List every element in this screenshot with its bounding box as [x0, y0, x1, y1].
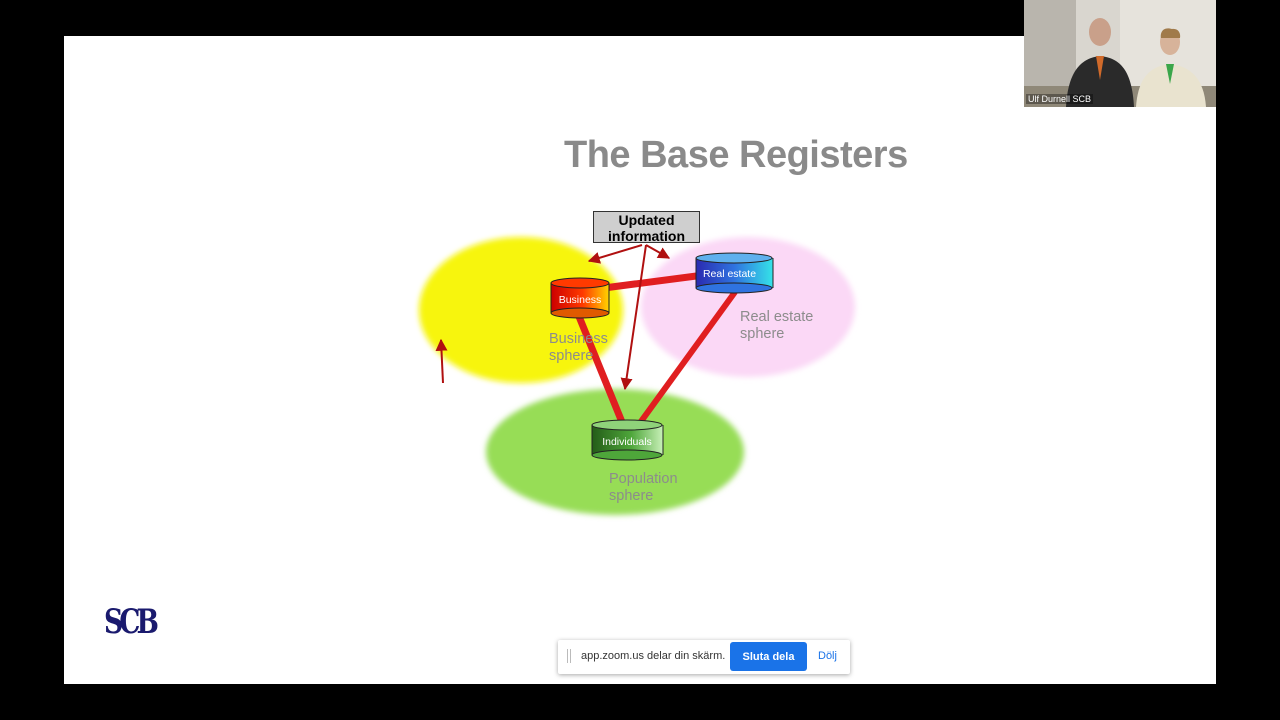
hide-share-bar-button[interactable]: Dölj [818, 650, 837, 662]
drag-handle-icon[interactable] [567, 649, 571, 663]
stop-sharing-button[interactable]: Sluta dela [730, 642, 807, 671]
real-estate-register-cylinder [695, 252, 774, 294]
individuals-register-label: Individuals [602, 436, 652, 448]
share-status-text: app.zoom.us delar din skärm. [581, 650, 726, 662]
arrow-left-upward [435, 338, 448, 384]
update-arrows [435, 244, 671, 391]
presentation-slide: The Base Registers Updated information B… [64, 36, 1216, 684]
population-sphere-label: Population sphere [609, 471, 678, 504]
business-sphere [419, 237, 623, 383]
register-links [574, 271, 738, 429]
scb-logo: SCB [104, 602, 159, 642]
business-register-cylinder [550, 277, 610, 319]
participant-video-feed [1024, 0, 1216, 107]
real-estate-sphere [641, 237, 855, 377]
arrow-to-individuals [620, 244, 647, 391]
slide-title: The Base Registers [564, 134, 908, 176]
updated-information-box: Updated information [593, 211, 700, 244]
link-business-realestate [603, 271, 705, 292]
real-estate-sphere-label: Real estate sphere [740, 309, 814, 342]
individuals-register-cylinder [591, 419, 664, 461]
arrow-to-business [587, 244, 643, 264]
arrow-to-realestate [645, 244, 671, 259]
base-registers-diagram [419, 237, 855, 515]
participant-video-panel[interactable]: Ulf Durnell SCB [1024, 0, 1216, 107]
business-register-label: Business [558, 294, 602, 306]
screen-share-bar: app.zoom.us delar din skärm. Sluta dela … [558, 640, 850, 674]
business-sphere-label: Business sphere [549, 331, 608, 364]
real-estate-register-label: Real estate [702, 268, 757, 280]
link-business-individuals [574, 312, 628, 429]
participant-name-label: Ulf Durnell SCB [1026, 94, 1094, 104]
link-realestate-individuals [634, 290, 738, 429]
